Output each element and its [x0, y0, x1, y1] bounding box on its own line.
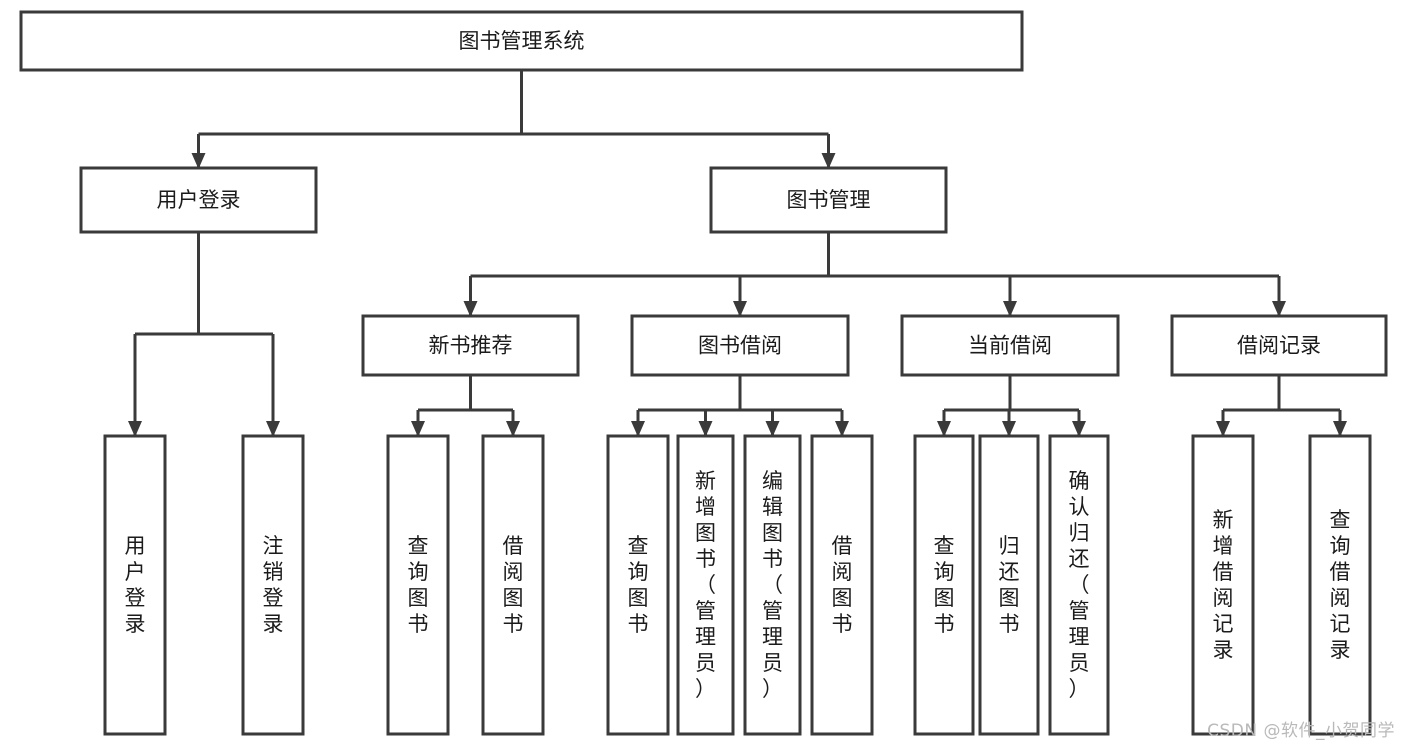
node-leaf-book-borrow[interactable]: 借阅图书 [810, 434, 874, 736]
node-box [79, 166, 318, 234]
node-label: 图书管理系统 [459, 29, 585, 53]
node-leaf-cur-query[interactable]: 查询图书 [913, 434, 975, 736]
node-label: 图书借阅 [698, 334, 782, 358]
arrow-head-icon [1072, 421, 1086, 437]
node-label: 借阅图书 [503, 534, 524, 636]
node-box [630, 314, 850, 377]
arrow-head-icon [1002, 421, 1016, 437]
node-label: 确认归还（管理员） [1069, 469, 1090, 701]
node-label: 查询图书 [934, 534, 955, 636]
arrow-head-icon [1003, 301, 1017, 317]
node-leaf-book-add[interactable]: 新增图书（管理员） [676, 434, 735, 736]
node-user-login[interactable]: 用户登录 [79, 166, 318, 234]
node-box [709, 166, 948, 234]
node-leaf-rec-query2[interactable]: 查询借阅记录 [1308, 434, 1372, 736]
node-leaf-borrow-query[interactable]: 查询图书 [606, 434, 670, 736]
arrow-head-icon [733, 301, 747, 317]
node-label: 新增借阅记录 [1213, 508, 1234, 662]
arrow-head-icon [463, 301, 478, 317]
arrow-head-icon [765, 421, 780, 437]
node-label: 用户登录 [157, 188, 241, 212]
arrow-head-icon [835, 421, 849, 437]
node-label: 新增图书（管理员） [695, 469, 716, 701]
node-box [1170, 314, 1388, 377]
arrow-head-icon [698, 421, 713, 437]
node-box [241, 434, 305, 736]
nodes-layer: 图书管理系统用户登录图书管理新书推荐图书借阅当前借阅借阅记录用户登录注销登录查询… [19, 10, 1388, 736]
watermark-text: CSDN @软件_小贺同学 [1207, 721, 1395, 741]
node-label: 借阅图书 [832, 534, 853, 636]
node-new-book-rec[interactable]: 新书推荐 [361, 314, 580, 377]
node-leaf-rec-borrow[interactable]: 借阅图书 [481, 434, 545, 736]
node-box [1048, 434, 1110, 736]
arrow-head-icon [821, 153, 836, 169]
node-leaf-cur-confirm[interactable]: 确认归还（管理员） [1048, 434, 1110, 736]
node-box [1308, 434, 1372, 736]
node-box [900, 314, 1120, 377]
node-box [19, 10, 1024, 72]
node-box [1191, 434, 1255, 736]
node-box [743, 434, 802, 736]
node-borrow-record[interactable]: 借阅记录 [1170, 314, 1388, 377]
node-label: 查询图书 [628, 534, 649, 636]
node-label: 编辑图书（管理员） [762, 469, 783, 701]
node-label: 查询图书 [408, 534, 429, 636]
connectors-layer [128, 70, 1347, 437]
node-leaf-rec-query[interactable]: 查询图书 [386, 434, 450, 736]
arrow-head-icon [411, 421, 425, 437]
node-box [676, 434, 735, 736]
arrow-head-icon [191, 153, 206, 169]
node-root[interactable]: 图书管理系统 [19, 10, 1024, 72]
node-box [386, 434, 450, 736]
node-label: 借阅记录 [1237, 334, 1321, 358]
node-label: 注销登录 [263, 534, 284, 636]
node-leaf-book-edit[interactable]: 编辑图书（管理员） [743, 434, 802, 736]
arrow-head-icon [631, 421, 645, 437]
node-box [810, 434, 874, 736]
arrow-head-icon [128, 421, 142, 437]
node-box [481, 434, 545, 736]
node-label: 当前借阅 [968, 334, 1052, 358]
arrow-head-icon [506, 421, 520, 437]
node-box [978, 434, 1040, 736]
node-label: 查询借阅记录 [1330, 508, 1351, 662]
arrow-head-icon [937, 421, 951, 437]
arrow-head-icon [266, 421, 280, 437]
node-label: 新书推荐 [429, 334, 513, 358]
node-box [913, 434, 975, 736]
node-label: 归还图书 [999, 534, 1020, 636]
node-leaf-user-login[interactable]: 用户登录 [103, 434, 167, 736]
node-leaf-rec-add[interactable]: 新增借阅记录 [1191, 434, 1255, 736]
node-label: 用户登录 [125, 534, 146, 636]
node-leaf-logout[interactable]: 注销登录 [241, 434, 305, 736]
node-label: 图书管理 [787, 188, 871, 212]
arrow-head-icon [1216, 421, 1230, 437]
node-box [103, 434, 167, 736]
arrow-head-icon [1333, 421, 1347, 437]
node-box [606, 434, 670, 736]
node-book-borrow[interactable]: 图书借阅 [630, 314, 850, 377]
node-box [361, 314, 580, 377]
node-current-borrow[interactable]: 当前借阅 [900, 314, 1120, 377]
node-book-manage[interactable]: 图书管理 [709, 166, 948, 234]
node-leaf-cur-return[interactable]: 归还图书 [978, 434, 1040, 736]
arrow-head-icon [1272, 301, 1286, 317]
